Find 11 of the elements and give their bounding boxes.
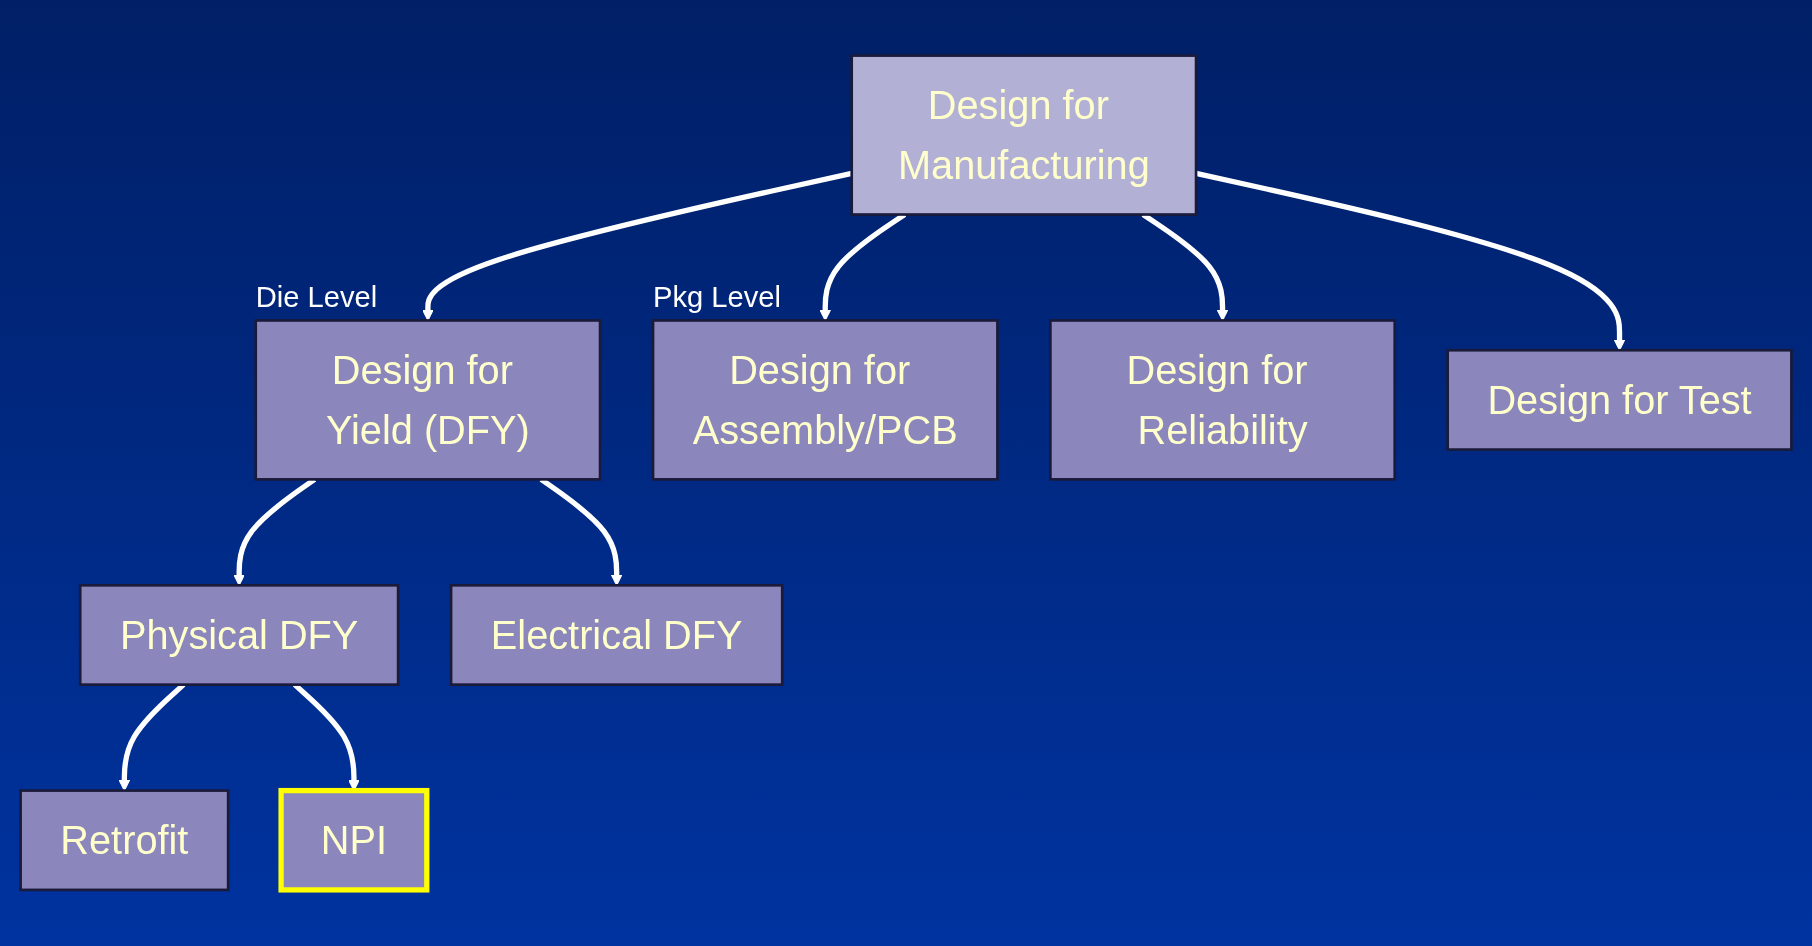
node-box: Design for Reliability: [1049, 319, 1397, 481]
level-label: Die Level: [255, 281, 378, 314]
node-box: Design for Assembly/PCB: [651, 319, 999, 481]
node-box: Retrofit: [19, 789, 230, 892]
node-box: Design for Yield (DFY): [254, 319, 602, 481]
level-label: Pkg Level: [653, 281, 781, 314]
node-box: Design for Test: [1446, 349, 1793, 452]
node-box: NPI: [278, 788, 430, 893]
node-box: Physical DFY: [78, 584, 400, 687]
node-box: Design for Manufacturing: [850, 54, 1198, 217]
node-box: Electrical DFY: [449, 584, 784, 687]
